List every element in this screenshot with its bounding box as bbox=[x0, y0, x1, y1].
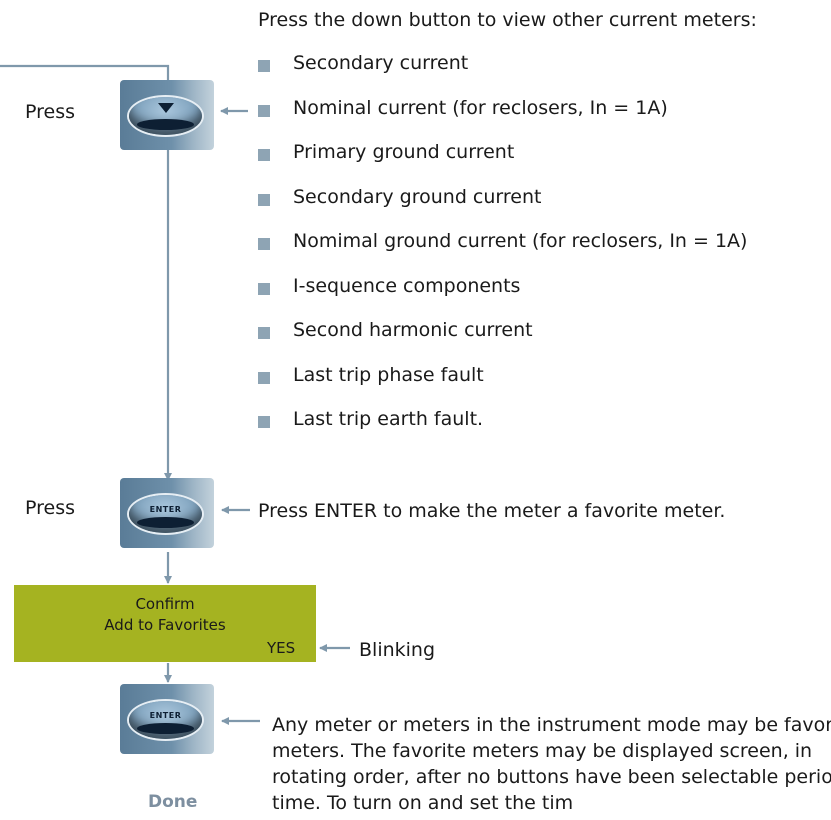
square-bullet-icon bbox=[258, 60, 270, 72]
press-label-1: Press bbox=[25, 101, 76, 123]
enter-button-icon: ENTER bbox=[129, 495, 202, 533]
enter-button-icon: ENTER bbox=[129, 701, 202, 739]
down-button[interactable] bbox=[120, 80, 214, 150]
enter-note: Press ENTER to make the meter a favorite… bbox=[258, 500, 726, 522]
square-bullet-icon bbox=[258, 193, 270, 206]
confirm-title: Confirm bbox=[135, 595, 195, 613]
intro-text: Press the down button to view other curr… bbox=[258, 9, 757, 31]
enter-button[interactable]: ENTER bbox=[120, 478, 214, 548]
enter-button-label: ENTER bbox=[149, 505, 182, 514]
favorite-meters-description: Any meter or meters in the instrument mo… bbox=[272, 714, 831, 814]
enter-button-confirm[interactable]: ENTER bbox=[120, 684, 214, 754]
enter-button-label: ENTER bbox=[149, 711, 182, 720]
blinking-label: Blinking bbox=[359, 639, 436, 661]
square-bullet-icon bbox=[258, 282, 270, 295]
down-arrow-button-icon bbox=[129, 97, 202, 135]
square-bullet-icon bbox=[258, 371, 270, 384]
square-bullet-icon bbox=[258, 238, 270, 250]
triangle-down-icon bbox=[158, 103, 174, 113]
yes-option: YES bbox=[267, 639, 296, 657]
square-bullet-icon bbox=[258, 416, 270, 428]
press-label-2: Press bbox=[25, 497, 76, 519]
square-bullet-icon bbox=[258, 149, 270, 161]
done-label: Done bbox=[148, 792, 198, 812]
confirm-display: Confirm Add to Favorites YES bbox=[14, 585, 316, 662]
square-bullet-icon bbox=[258, 327, 270, 339]
square-bullet-icon bbox=[258, 104, 270, 117]
confirm-subtitle: Add to Favorites bbox=[104, 616, 226, 634]
top-entry-line bbox=[0, 64, 170, 80]
